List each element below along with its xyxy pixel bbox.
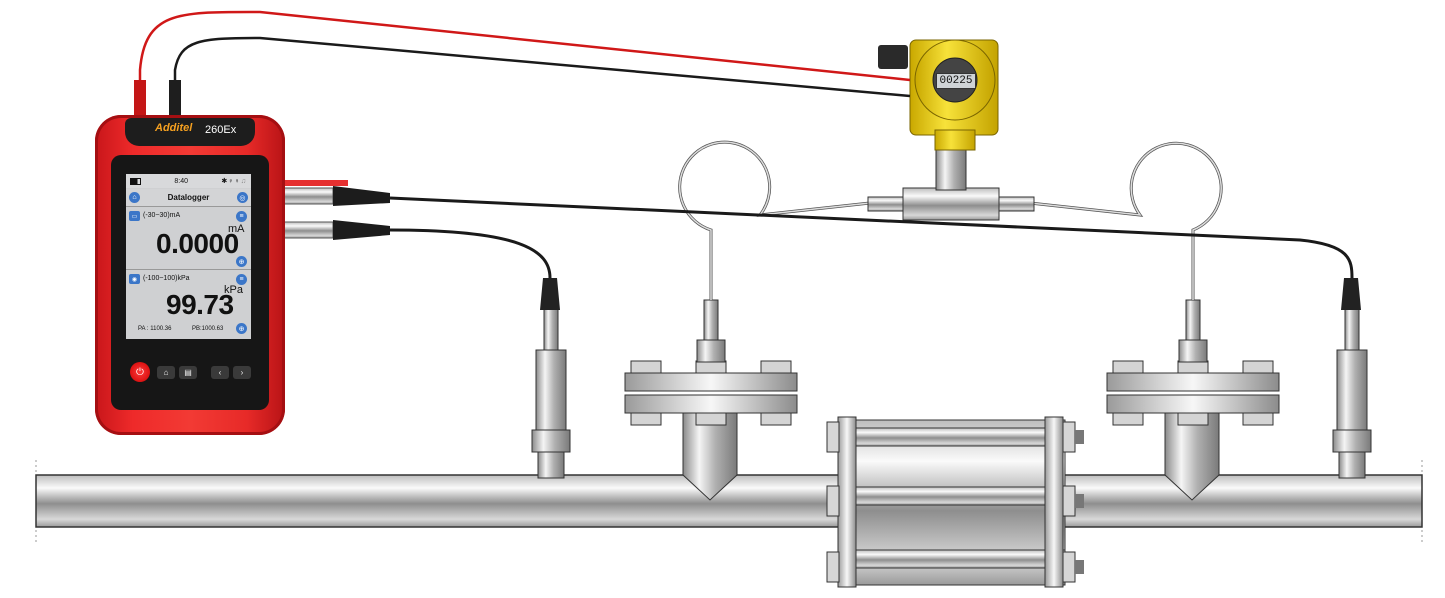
panel-pressure[interactable]: ◉ (-100~100)kPa ≡ kPa 99.73 PA : 1100.36… [126, 271, 251, 339]
menu-icon[interactable]: ≡ [236, 211, 247, 222]
unit-label: kPa [224, 284, 243, 296]
red-test-lead [138, 10, 911, 110]
zero-icon[interactable]: ⊕ [236, 323, 247, 334]
clock: 8:40 [174, 177, 188, 185]
unit-label: mA [228, 223, 245, 235]
home-button[interactable]: ⌂ [157, 366, 175, 379]
reading-value: 0.0000 [156, 228, 239, 259]
pb-value: PB:1000.63 [192, 326, 224, 332]
range-label: (-100~100)kPa [143, 275, 190, 282]
bell-icon: ♫ [240, 178, 247, 185]
pressure-module-icon: ◉ [129, 274, 140, 284]
bluetooth-icon: ✱ [221, 178, 229, 185]
flange-tap-right [1106, 299, 1280, 501]
power-button[interactable]: ⏻ [130, 362, 150, 382]
title-bar: ⌂ Datalogger ◎ [126, 189, 251, 207]
battery-icon [130, 177, 141, 185]
status-icons: ✱♀♀♫ [221, 177, 247, 185]
device-screen: 8:40 ✱♀♀♫ ⌂ Datalogger ◎ ▭ (-30~30)mA ≡ … [126, 174, 251, 339]
cable-connectors [282, 180, 390, 240]
reading-value: 99.73 [166, 289, 234, 320]
nav-keys: ⌂ ▤ ‹ › [157, 366, 251, 379]
module-cables [389, 196, 1354, 279]
brand-logo: Additel [155, 122, 193, 134]
black-test-lead [173, 36, 911, 110]
transmitter-manifold [867, 147, 1035, 221]
panel-current[interactable]: ▭ (-30~30)mA ≡ mA 0.0000 ⊕ [126, 208, 251, 270]
prev-button[interactable]: ‹ [211, 366, 229, 379]
page-title: Datalogger [167, 193, 210, 202]
home-icon[interactable]: ⌂ [129, 192, 140, 203]
pa-value: PA : 1100.36 [138, 326, 172, 332]
pressure-module-right [1332, 278, 1372, 479]
status-bar: 8:40 ✱♀♀♫ [126, 174, 251, 188]
flange-tap-left [624, 299, 798, 501]
zero-icon[interactable]: ⊕ [236, 256, 247, 267]
device-header [125, 118, 255, 146]
menu-icon[interactable]: ≡ [236, 274, 247, 285]
sensor-icon: ♀ [228, 178, 235, 185]
transmitter-display: 00225 [936, 73, 976, 89]
electrical-module-icon: ▭ [129, 211, 140, 221]
pressure-module-left [531, 278, 571, 479]
orifice-flow-section [826, 416, 1084, 588]
task-button[interactable]: ▤ [179, 366, 197, 379]
sensor-icon: ♀ [234, 178, 241, 185]
next-button[interactable]: › [233, 366, 251, 379]
model-label: 260Ex [205, 124, 237, 136]
settings-icon[interactable]: ◎ [236, 192, 248, 203]
range-label: (-30~30)mA [143, 212, 181, 219]
